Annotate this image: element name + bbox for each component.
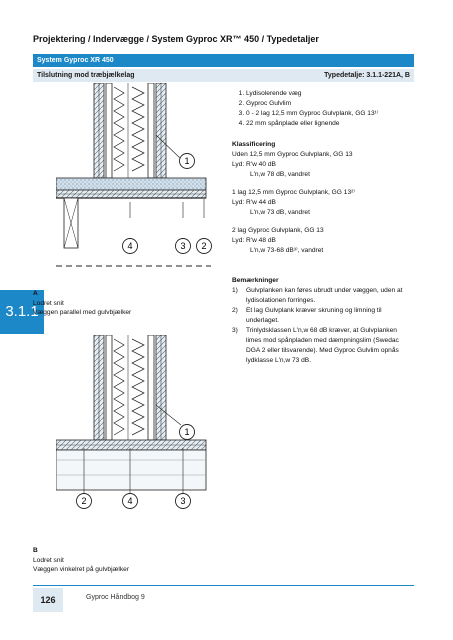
class-lnw: L'n,w 78 dB, vandret [250, 171, 310, 178]
figure-a-drawing: 1 4 3 2 [56, 83, 212, 267]
caption-letter: B [33, 547, 38, 554]
page-number: 126 [33, 588, 63, 612]
remark-item: 1) Gulvplanken kan føres ubrudt under væ… [232, 286, 414, 306]
caption-line: Væggen parallel med gulvbjælker [33, 309, 132, 316]
class-lyd: Lyd: R'w 48 dB [232, 237, 276, 244]
list-item: Lydisolerende væg [246, 89, 412, 99]
class-lyd: Lyd: R'w 44 dB [232, 199, 276, 206]
callout-3: 3 [180, 496, 185, 506]
callout-2: 2 [81, 496, 86, 506]
class-intro: 1 lag 12,5 mm Gyproc Gulvplank, GG 13²⁾ [232, 189, 355, 196]
callout-4: 4 [127, 241, 132, 251]
remark-text: Et lag Gulvplank kræver skruning og limn… [246, 307, 382, 324]
class-intro: Uden 12,5 mm Gyproc Gulvplank, GG 13 [232, 151, 353, 158]
list-item: 0 - 2 lag 12,5 mm Gyproc Gulvplank, GG 1… [246, 109, 412, 119]
remarks-heading: Bemærkninger [232, 277, 279, 284]
caption-line: Væggen vinkelret på gulvbjælker [33, 566, 130, 573]
system-title-bar: System Gyproc XR 450 [33, 54, 414, 67]
caption-letter: A [33, 290, 38, 297]
subtitle-left: Tilslutning mod træbjælkelag [37, 72, 135, 79]
remark-number: 2) [232, 307, 238, 314]
remark-number: 1) [232, 287, 238, 294]
callout-1: 1 [184, 156, 189, 166]
callout-1: 1 [184, 427, 189, 437]
remark-number: 3) [232, 327, 238, 334]
list-item: Gyproc Gulvlim [246, 99, 412, 109]
section-tab: 3.1.1 [0, 290, 44, 334]
figure-b-caption: B Lodret snit Væggen vinkelret på gulvbj… [33, 546, 129, 575]
class-lnw: L'n,w 73 dB, vandret [250, 209, 310, 216]
component-list: Lydisolerende væg Gyproc Gulvlim 0 - 2 l… [232, 89, 412, 129]
remarks: Bemærkninger 1) Gulvplanken kan føres ub… [232, 276, 414, 366]
figure-a-caption: A Lodret snit Væggen parallel med gulvbj… [33, 289, 131, 318]
footer-divider [33, 585, 414, 586]
callout-3: 3 [180, 241, 185, 251]
class-intro: 2 lag Gyproc Gulvplank, GG 13 [232, 227, 324, 234]
breadcrumb: Projektering / Indervægge / System Gypro… [33, 34, 319, 44]
remark-text: Gulvplanken kan føres ubrudt under vægge… [246, 287, 403, 304]
figure-b-drawing: 1 2 4 3 [56, 335, 207, 509]
caption-line: Lodret snit [33, 299, 64, 307]
remark-item: 2) Et lag Gulvplank kræver skruning og l… [232, 306, 414, 326]
classification-heading: Klassificering [232, 141, 276, 148]
remark-item: 3) Trinlydsklassen L'n,w 68 dB kræver, a… [232, 326, 414, 366]
callout-2: 2 [201, 241, 206, 251]
remark-text: Trinlydsklassen L'n,w 68 dB kræver, at G… [246, 327, 399, 364]
subtitle-bar: Tilslutning mod træbjælkelag Typedetalje… [33, 69, 414, 82]
detail-number: Typedetalje: 3.1.1-221A, B [324, 72, 410, 79]
list-item: 22 mm spånplade eller lignende [246, 119, 412, 129]
class-lnw: L'n,w 73-68 dB³⁾, vandret [250, 247, 324, 254]
class-lyd: Lyd: R'w 40 dB [232, 161, 276, 168]
caption-line: Lodret snit [33, 556, 64, 564]
classification: Klassificering Uden 12,5 mm Gyproc Gulvp… [232, 140, 412, 256]
callout-4: 4 [127, 496, 132, 506]
footer-title: Gyproc Håndbog 9 [86, 594, 145, 601]
